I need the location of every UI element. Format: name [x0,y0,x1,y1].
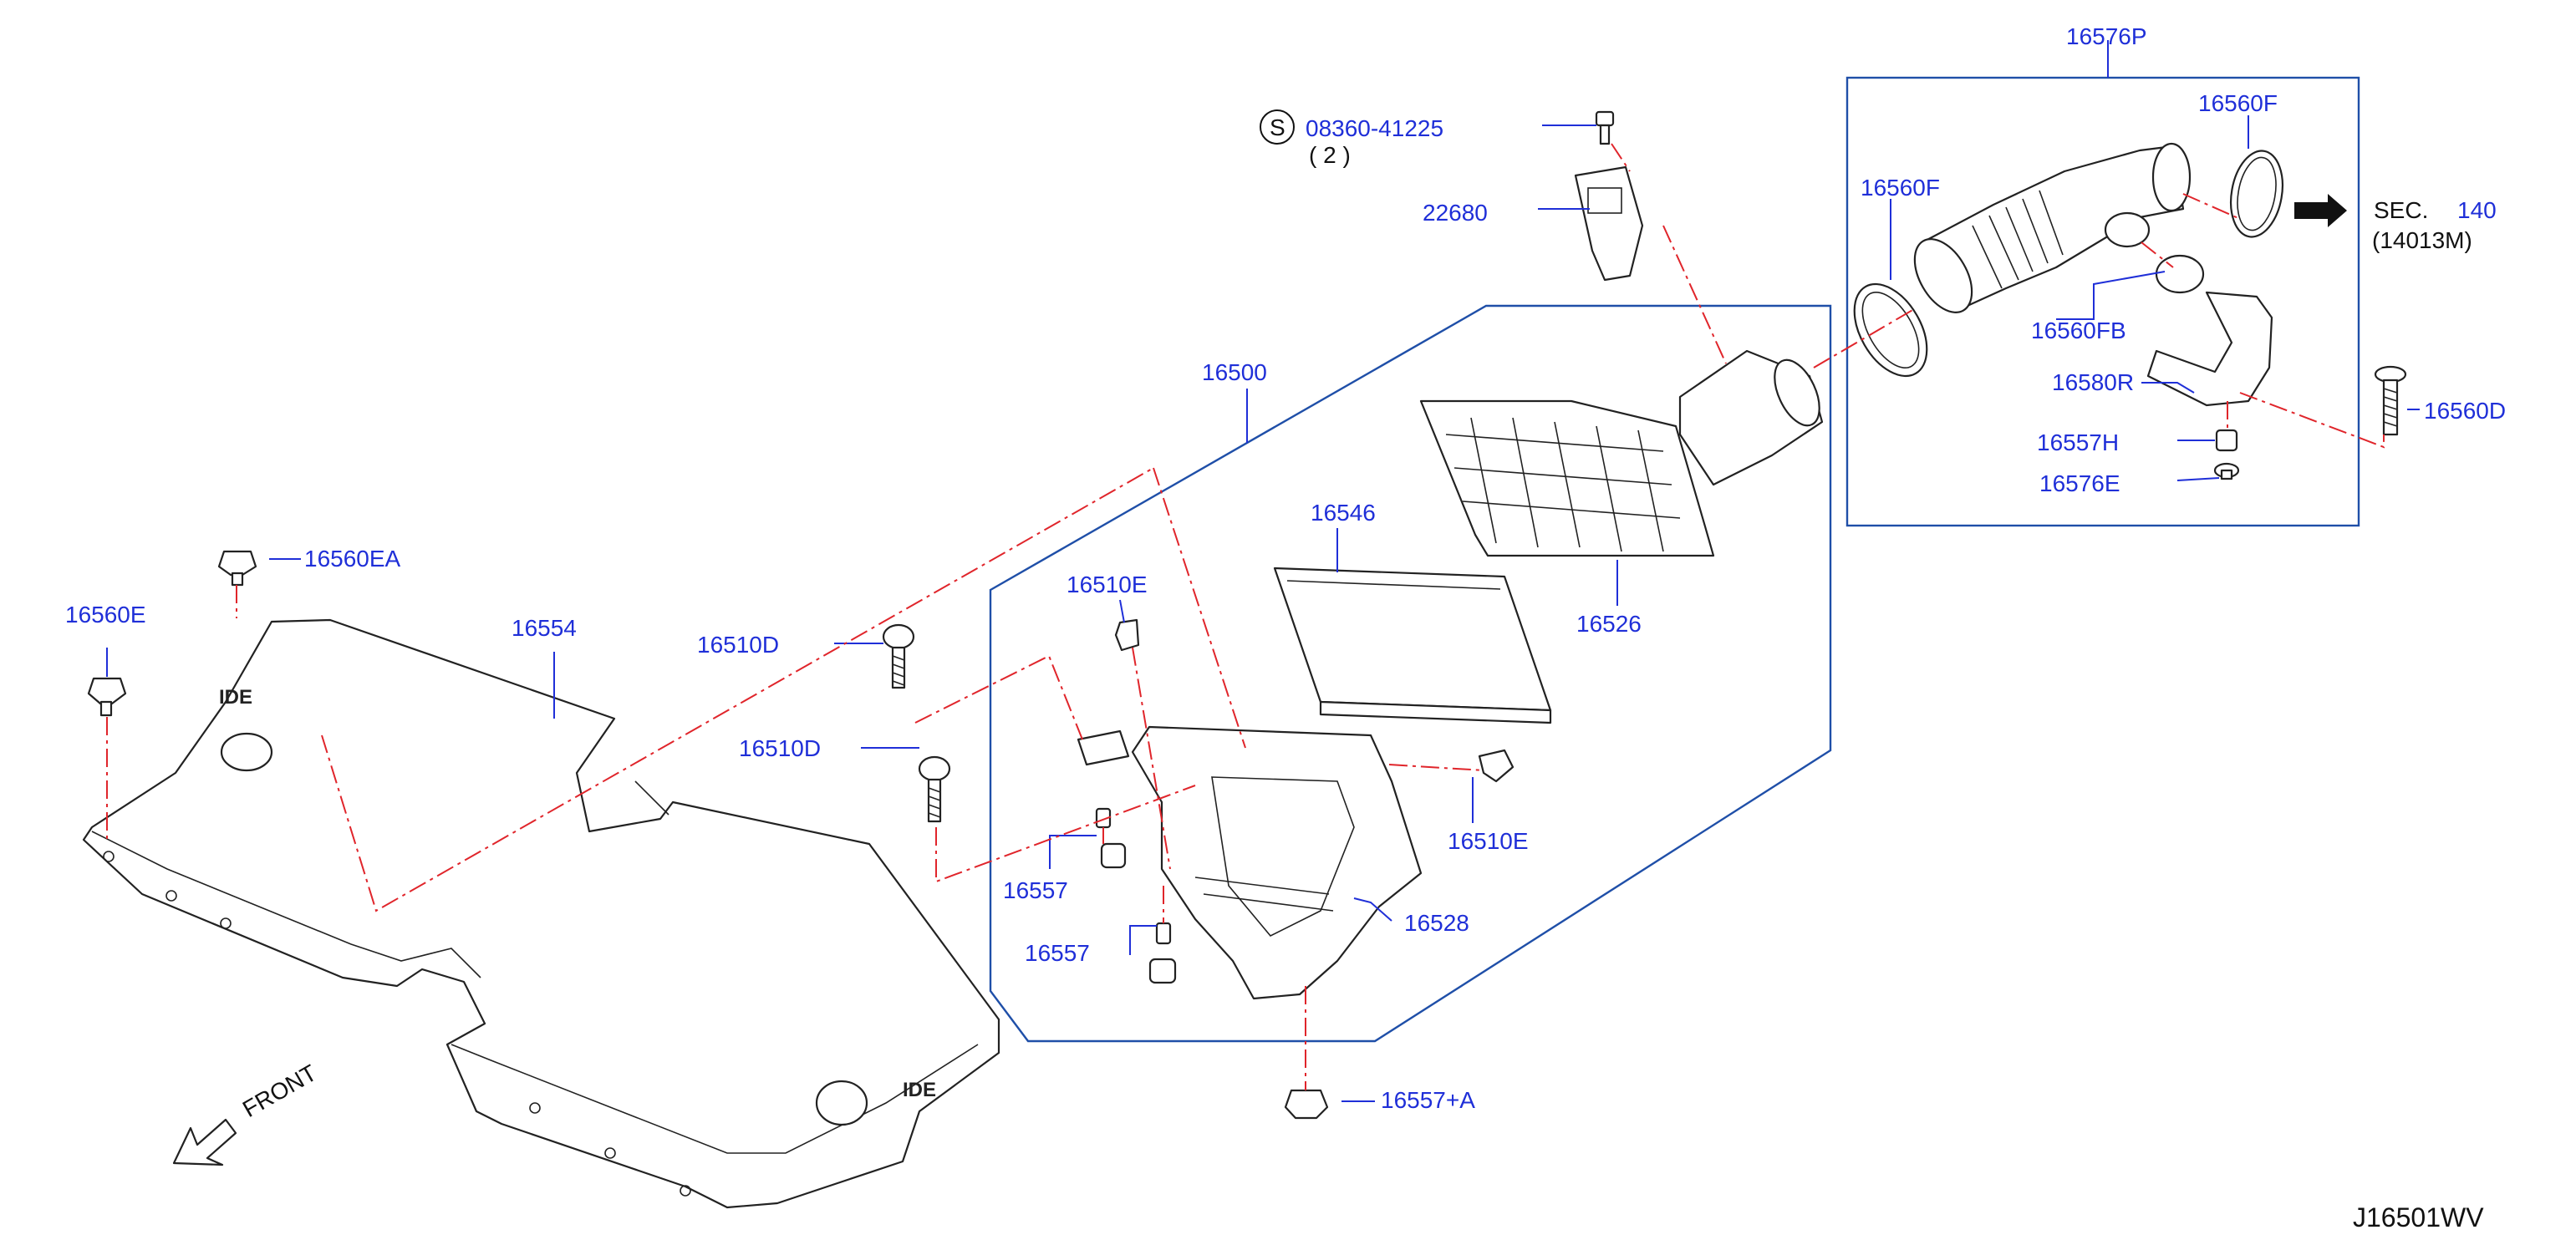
label-quantity: ( 2 ) [1309,142,1351,168]
air-cleaner-body-16528 [1077,725,1423,1000]
label-16510D-top: 16510D [697,632,780,658]
bolt-16510D-bottom [918,755,951,823]
label-16510E-top: 16510E [1067,572,1148,597]
hose-16580R [2146,291,2273,407]
label-16557-a: 16557 [1003,877,1068,903]
air-duct [1913,142,2192,313]
grommet-16557-plus-a [1284,1089,1329,1120]
clip-16560E [87,677,127,717]
engine-undercover: IDE IDE [82,618,1000,1209]
filter-element-16546 [1273,567,1552,724]
label-16557-b: 16557 [1025,940,1090,966]
label-16576P: 16576P [2066,23,2147,49]
group-box-16576P [1845,76,2360,527]
clamp-16560F-left [1853,282,1928,378]
label-16510E-right: 16510E [1448,828,1529,854]
label-16557-plus-a: 16557+A [1381,1087,1475,1113]
grommet-16557H [2215,429,2238,452]
label-16546: 16546 [1311,500,1376,526]
front-arrow-icon [172,1118,237,1166]
grommet-16557-a [1095,807,1127,869]
label-sec-ref: (14013M) [2372,227,2472,253]
assembly-lines [106,143,2385,1090]
label-16560F-top: 16560F [2198,90,2278,116]
label-16557H: 16557H [2037,429,2120,455]
label-16554: 16554 [512,615,577,641]
grommet-16557-b [1148,922,1177,984]
clip-16560EA [217,550,257,587]
label-16500: 16500 [1202,359,1267,385]
label-16526: 16526 [1576,611,1642,637]
group-box-16500 [989,304,1832,1043]
label-16510D-bottom: 16510D [739,735,822,761]
label-16560E: 16560E [65,602,146,628]
air-cleaner-cover-16526 [1419,349,1824,557]
clamp-16560FB [2104,211,2205,294]
bolt-16510D-top [882,623,915,689]
cap-16576E [2213,462,2240,480]
clip-16510E-right [1478,749,1515,783]
screw-08360 [1595,110,1615,145]
svg-text:IDE: IDE [903,1079,936,1101]
diagram-id: J16501WV [2353,1202,2484,1232]
label-16576E: 16576E [2039,470,2120,496]
arrow-to-sec-140 [2294,194,2347,227]
label-sec: SEC. [2374,197,2429,223]
label-16528: 16528 [1404,910,1469,936]
label-08360-41225: 08360-41225 [1306,115,1444,141]
clip-16510E-top [1114,618,1140,652]
label-22680: 22680 [1423,200,1488,226]
label-16580R: 16580R [2052,369,2135,395]
s-mark-circle [1260,109,1295,145]
label-16560F-left: 16560F [1861,175,1940,201]
label-16560EA: 16560EA [304,546,401,572]
leader-lines [106,40,2420,1102]
clamp-16560F-right [2230,150,2283,238]
sensor-22680 [1574,165,1644,282]
label-16560FB: 16560FB [2031,318,2126,343]
label-16560D: 16560D [2424,398,2507,424]
bolt-16560D [2374,365,2407,436]
label-sec-140: 140 [2457,197,2497,223]
svg-text:IDE: IDE [219,686,252,709]
label-s-mark: S [1270,114,1285,140]
